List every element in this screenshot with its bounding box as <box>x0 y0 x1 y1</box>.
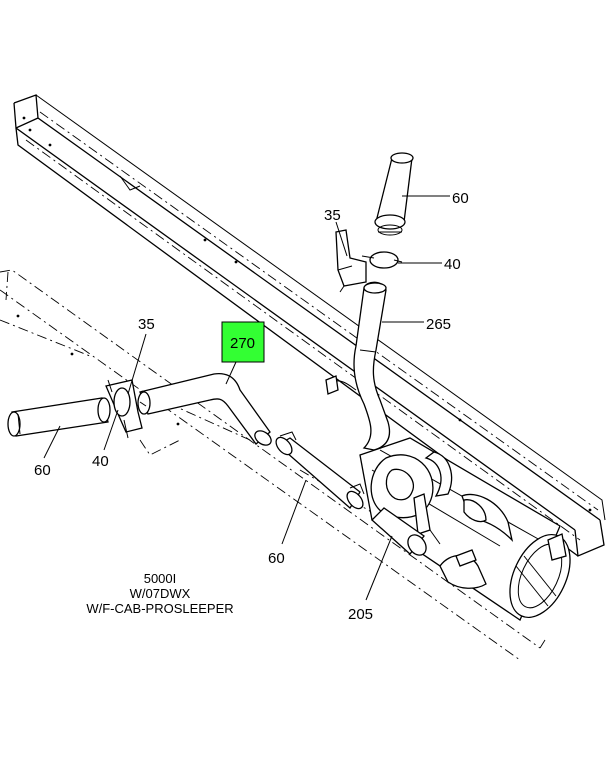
callout-60-left[interactable]: 60 <box>34 462 51 479</box>
callout-35-top[interactable]: 35 <box>324 207 341 224</box>
callout-270[interactable]: 270 <box>230 335 255 352</box>
frame-rail <box>13 94 606 557</box>
pipe-60-mid <box>275 431 365 510</box>
callout-60-top[interactable]: 60 <box>452 190 469 207</box>
callout-205[interactable]: 205 <box>348 606 373 623</box>
caption-line-3: W/F-CAB-PROSLEEPER <box>86 601 233 616</box>
pipe-60-top <box>374 152 414 236</box>
caption-line-2: W/07DWX <box>130 586 191 601</box>
muffler-assembly <box>359 437 571 621</box>
pipe-265 <box>325 281 391 451</box>
callout-40-left[interactable]: 40 <box>92 453 109 470</box>
callout-60-mid[interactable]: 60 <box>268 550 285 567</box>
leader-lines <box>43 195 450 601</box>
callout-box-270 <box>221 321 265 363</box>
callout-35-left[interactable]: 35 <box>138 316 155 333</box>
pipe-205 <box>371 507 427 556</box>
bracket-35-left <box>105 379 147 439</box>
pipe-270 <box>137 372 272 446</box>
cab-floor-outline <box>0 269 546 661</box>
caption-line-1: 5000I <box>144 571 177 586</box>
callout-40-top[interactable]: 40 <box>444 256 461 273</box>
callout-265[interactable]: 265 <box>426 316 451 333</box>
pipe-60-left <box>7 397 111 437</box>
